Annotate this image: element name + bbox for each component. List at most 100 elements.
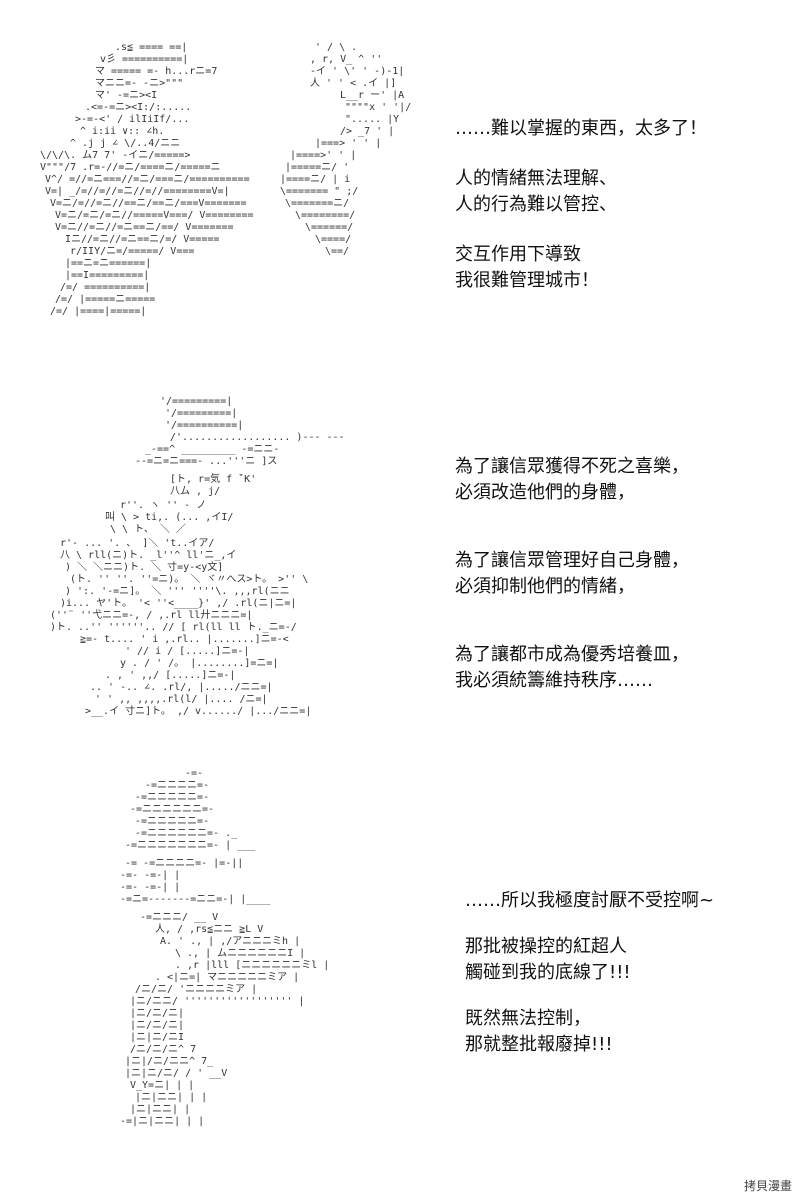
svg-text:|ニ|ニ/ニ/ / ' __V: |ニ|ニ/ニ/ / ' __V [125, 1068, 227, 1079]
svg-text:-= -=ニニニニ=- |=-||: -= -=ニニニニ=- |=-|| [125, 858, 243, 869]
svg-text:\======/: \======/ [305, 222, 353, 233]
svg-text:V=ニ/=ニ/=ニ//=====V===/ V=======: V=ニ/=ニ/=ニ//=====V===/ V======== [55, 210, 254, 221]
panel-2: '/=========| '/=========| '/==========| … [0, 380, 800, 760]
svg-text:\=======ニ/: \=======ニ/ [285, 198, 349, 209]
ascii-art-figure-2: '/=========| '/=========| '/==========| … [40, 394, 400, 754]
svg-text:/=/ |=====ニ=====: /=/ |=====ニ===== [55, 294, 155, 305]
speech-line: ……所以我極度討厭不受控啊~ [465, 890, 715, 911]
svg-text:≧=- t.... ' i ,.rl.. |.......]: ≧=- t.... ' i ,.rl.. |.......]ニ=-< [80, 634, 289, 645]
svg-text:-=|ニ|ニニ| | |: -=|ニ|ニニ| | | [120, 1116, 204, 1127]
svg-text:.. ' -.. ∠. .rl/, |...../ニニ=|: .. ' -.. ∠. .rl/, |...../ニニ=| [90, 682, 273, 693]
speech-block: ……所以我極度討厭不受控啊~ [465, 888, 714, 914]
svg-text:-イ ' \' ' -)-1|: -イ ' \' ' -)-1| [310, 66, 404, 77]
speech-block: 人的情緒無法理解、 人的行為難以管控、 [455, 166, 707, 218]
svg-text:^ i:ii ∨:: ∠h.: ^ i:ii ∨:: ∠h. [80, 126, 164, 137]
svg-text:'/=========|: '/=========| [165, 408, 237, 419]
svg-text:>-=-<' / ilIiIf/...: >-=-<' / ilIiIf/... [75, 114, 189, 125]
svg-text:八ム , j/: 八ム , j/ [170, 485, 220, 497]
svg-text:Iニ//=ニ//=ニ==ニ/=/ V=====: Iニ//=ニ//=ニ==ニ/=/ V===== [65, 234, 219, 245]
svg-text:' // i / [.....]ニ=-|: ' // i / [.....]ニ=-| [125, 646, 249, 657]
speech-line: 觸碰到我的底線了!!! [465, 962, 631, 983]
speech-line: 那就整批報廢掉!!! [465, 1034, 613, 1055]
svg-text:|ニ|ニニ| |: |ニ|ニニ| | [130, 1104, 190, 1115]
svg-text:V_Y=ニ| | |: V_Y=ニ| | | [130, 1080, 194, 1091]
svg-text:\ \ ト、 ＼ ／: \ \ ト、 ＼ ／ [110, 523, 186, 535]
svg-text:""""x ' '|/: """"x ' '|/ [345, 102, 411, 113]
svg-text:. ,r |lll [ニニニニニニミl |: . ,r |lll [ニニニニニニミl | [175, 960, 329, 971]
svg-text:-=ニニニニニ=-: -=ニニニニニ=- [135, 792, 209, 803]
dialogue-panel-3: ……所以我極度討厭不受控啊~ 那批被操控的紅超人 觸碰到我的底線了!!! 既然無… [465, 888, 714, 1058]
svg-text:' / \ .: ' / \ . [315, 42, 357, 53]
svg-text:/> _7 ' |: /> _7 ' | [340, 126, 394, 137]
svg-text:\/\/\. ム7 7' -イニ/=====>: \/\/\. ム7 7' -イニ/=====> [40, 149, 190, 161]
svg-text:(''¨ ''弋ニニ=-, / ,.rl ll廾ニニニ=|: (''¨ ''弋ニニ=-, / ,.rl ll廾ニニニ=| [50, 608, 252, 621]
dialogue-panel-1: ……難以掌握的東西，太多了！ 人的情緒無法理解、 人的行為難以管控、 交互作用下… [455, 116, 707, 294]
svg-text:|==I=========|: |==I=========| [65, 270, 149, 281]
speech-line: ……難以掌握的東西，太多了！ [455, 118, 707, 139]
svg-text:\ ., | ムニニニニニニI |: \ ., | ムニニニニニニI | [175, 947, 305, 959]
svg-text:/ニ/ニ/ 'ニニニニミア |: /ニ/ニ/ 'ニニニニミア | [135, 984, 257, 995]
watermark: 拷貝漫畫 [743, 1179, 792, 1193]
speech-block: 為了讓信眾管理好自己身體， 必須抑制他們的情緒， [455, 548, 689, 600]
svg-text:-=ニニニニニニ=- ._: -=ニニニニニニ=- ._ [135, 828, 238, 839]
svg-text:叫 \ > ti,. (... ,イI/: 叫 \ > ti,. (... ,イI/ [105, 511, 233, 523]
svg-text:L__r ー' |A: L__r ー' |A [340, 90, 404, 101]
svg-text:V"""/7 .r=-//=ニ/====ニ/=====ニ: V"""/7 .r=-//=ニ/====ニ/=====ニ [40, 162, 221, 173]
svg-text:) ＼ ＼ニニ)ト. ＼ 寸=y-<y文]: ) ＼ ＼ニニ)ト. ＼ 寸=y-<y文] [65, 560, 223, 573]
speech-line: 既然無法控制， [465, 1008, 591, 1029]
svg-text:--=ニ=ニ===- ...'''ニ ]ス: --=ニ=ニ===- ...'''ニ ]ス [135, 456, 277, 467]
svg-text:[ト, r=気 f ̄`K': [ト, r=気 f ̄`K' [170, 472, 256, 485]
svg-text:r'- ... '. 、 ]＼ 't..イア/: r'- ... '. 、 ]＼ 't..イア/ [60, 537, 214, 549]
svg-text:)ト. ..'' ''''''.. // [ rl(ll l: )ト. ..'' ''''''.. // [ rl(ll ll ト._ニ=-/ [50, 622, 297, 633]
svg-text:"..... |Y: "..... |Y [345, 114, 399, 125]
svg-text:v彡 ==========|: v彡 ==========| [100, 54, 188, 65]
speech-block: ……難以掌握的東西，太多了！ [455, 116, 707, 142]
svg-text:V=ニ/=//=ニ//==ニ/==ニ/===V=======: V=ニ/=//=ニ//==ニ/==ニ/===V======= [50, 198, 247, 209]
svg-text:'/==========|: '/==========| [165, 420, 243, 431]
ascii-art-figure-1: .s≦ ==== ==| v彡 ==========| マ ===== =- h… [40, 38, 440, 368]
svg-text:r''. ヽ '' - ノ: r''. ヽ '' - ノ [120, 500, 206, 511]
speech-line: 必須改造他們的身體， [455, 482, 635, 503]
svg-text:\====/: \====/ [315, 234, 351, 245]
svg-text:|ニ/ニ/ニ|: |ニ/ニ/ニ| [130, 1020, 184, 1031]
svg-text:八 \ rll(ニ)ト. _l''^ ll'ニ_,イ: 八 \ rll(ニ)ト. _l''^ ll'ニ_,イ [60, 550, 236, 561]
svg-text:|ニ|/ニ/ニニ^ 7_: |ニ|/ニ/ニニ^ 7_ [125, 1056, 214, 1067]
svg-text:/=/ |====|=====|: /=/ |====|=====| [50, 306, 146, 317]
svg-text:_-==^ _________ -=ニニ-: _-==^ _________ -=ニニ- [145, 444, 279, 455]
speech-line: 為了讓信眾獲得不死之喜樂， [455, 456, 689, 477]
svg-text:|====>' ' |: |====>' ' | [290, 150, 356, 161]
svg-text:(ト. '' ''. ''=ニ)。 ＼ ヾ〃へス>ト。 >': (ト. '' ''. ''=ニ)。 ＼ ヾ〃へス>ト。 >'' \ [70, 573, 308, 585]
dialogue-panel-2: 為了讓信眾獲得不死之喜樂， 必須改造他們的身體， 為了讓信眾管理好自己身體， 必… [455, 454, 689, 694]
speech-line: 為了讓都市成為優秀培養皿， [455, 644, 689, 665]
svg-text:\==/: \==/ [325, 246, 349, 257]
svg-text:|ニ/ニニ/ '''''''''''''''''' |: |ニ/ニニ/ '''''''''''''''''' | [130, 996, 305, 1007]
svg-text:A. ' ., | ,/アニニニミh |: A. ' ., | ,/アニニニミh | [160, 936, 300, 947]
svg-text:マニニ=- -ニ>""": マニニ=- -ニ>""" [95, 78, 183, 89]
svg-text:y . / ' /。 |........]=ニ=|: y . / ' /。 |........]=ニ=| [120, 658, 278, 669]
svg-text:|=====ニ/ ': |=====ニ/ ' [285, 162, 349, 173]
svg-text:) ':. '-=ニ]。 ＼ ''' ''''\. ,,,r: ) ':. '-=ニ]。 ＼ ''' ''''\. ,,,rl(ニニ [65, 585, 290, 597]
svg-text:-=-: -=- [185, 768, 203, 779]
svg-text:/ニ/ニ/ニ^ 7: /ニ/ニ/ニ^ 7 [130, 1044, 196, 1055]
svg-text:マ' -=ニ><I: マ' -=ニ><I [95, 90, 157, 101]
ascii-art-figure-3: -=- -=ニニニニ=- -=ニニニニニ=- -=ニニニニニニ=- -=ニニニニ… [110, 768, 390, 1198]
svg-text:-=ニニニニニニ=-: -=ニニニニニニ=- [130, 804, 214, 815]
svg-text:|ニ|ニ/ニI: |ニ|ニ/ニI [130, 1032, 184, 1043]
svg-text:>__.イ 寸ニ]ト。 ,/ v....../ |.../ニ: >__.イ 寸ニ]ト。 ,/ v....../ |.../ニニ=| [85, 704, 311, 717]
speech-line: 我很難管理城市！ [455, 270, 599, 291]
svg-text:. <|ニ=| マニニニニニミア |: . <|ニ=| マニニニニニミア | [155, 972, 299, 983]
svg-text:.s≦ ==== ==|: .s≦ ==== ==| [115, 42, 187, 53]
speech-block: 那批被操控的紅超人 觸碰到我的底線了!!! [465, 934, 714, 986]
svg-text:\======= " ;/: \======= " ;/ [280, 186, 358, 197]
svg-text:人 ' ' < .イ |]: 人 ' ' < .イ |] [310, 77, 396, 89]
svg-text:V^/ =//=ニ===//=ニ/===ニ/========: V^/ =//=ニ===//=ニ/===ニ/========== [45, 174, 250, 185]
svg-text:-=ニニニニニ=-: -=ニニニニニ=- [135, 816, 209, 827]
svg-text:^ .j j ∠ \/..4/ニニ: ^ .j j ∠ \/..4/ニニ [70, 138, 180, 149]
speech-line: 那批被操控的紅超人 [465, 936, 627, 957]
speech-line: 為了讓信眾管理好自己身體， [455, 550, 689, 571]
speech-line: 人的情緒無法理解、 [455, 168, 617, 189]
svg-text:r/IIY/ニ=/=====/ V===: r/IIY/ニ=/=====/ V=== [70, 246, 194, 257]
svg-text:|ニ|ニニ| | |: |ニ|ニニ| | | [135, 1092, 207, 1103]
speech-line: 我必須統籌維持秩序…… [455, 670, 653, 691]
speech-block: 交互作用下導致 我很難管理城市！ [455, 242, 707, 294]
